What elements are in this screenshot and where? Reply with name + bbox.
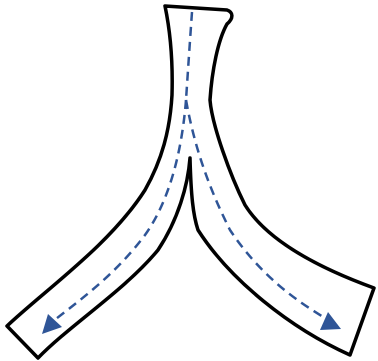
channel-outline: [7, 6, 374, 358]
